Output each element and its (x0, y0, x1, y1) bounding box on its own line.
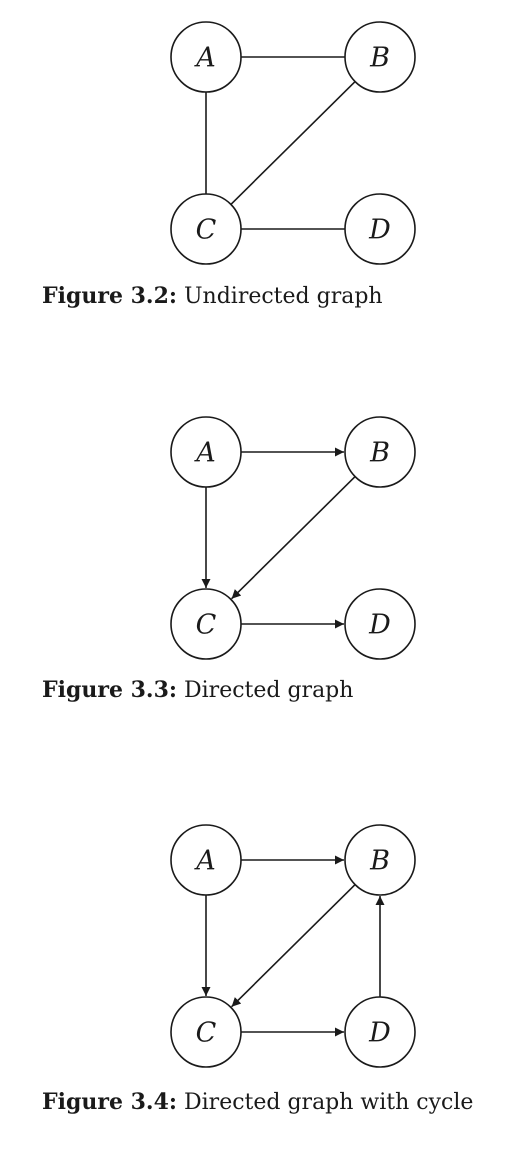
node-label: B (369, 438, 390, 469)
figure-caption: Figure 3.3: Directed graph (42, 677, 353, 703)
node-circle (344, 996, 416, 1068)
edge-b-c (231, 884, 356, 1008)
node-c: C (170, 996, 242, 1068)
node-circle (170, 588, 242, 660)
node-d: D (344, 996, 416, 1068)
node-circle (170, 996, 242, 1068)
figure-3-4: A B C D Figure 3.4: Directed graph with cyc… (0, 803, 528, 1115)
figure-3-2: A B C D Figure 3.2: Undirected graph (0, 0, 528, 309)
node-c: C (170, 193, 242, 265)
node-circle (170, 416, 242, 488)
node-b: B (344, 21, 416, 93)
node-d: D (344, 588, 416, 660)
node-a: A (170, 824, 242, 896)
node-label: C (196, 215, 217, 246)
caption-label: Figure 3.2: (42, 283, 177, 309)
caption-label: Figure 3.4: (42, 1089, 177, 1115)
node-b: B (344, 416, 416, 488)
node-label: B (369, 43, 390, 74)
graph-diagram: A B C D (170, 21, 416, 265)
node-d: D (344, 193, 416, 265)
node-circle (344, 824, 416, 896)
node-circle (344, 416, 416, 488)
caption-text: Undirected graph (184, 284, 383, 309)
node-label: C (196, 610, 217, 641)
node-label: A (193, 43, 216, 74)
caption-text: Directed graph (184, 678, 354, 703)
node-a: A (170, 21, 242, 93)
node-circle (344, 193, 416, 265)
node-label: A (193, 438, 216, 469)
node-label: A (193, 846, 216, 877)
node-circle (170, 21, 242, 93)
figure-caption: Figure 3.2: Undirected graph (42, 283, 383, 309)
node-label: D (368, 610, 391, 641)
node-a: A (170, 416, 242, 488)
graph-diagram: A B C D (170, 824, 416, 1068)
edge-b-c (231, 476, 356, 600)
node-c: C (170, 588, 242, 660)
node-label: D (368, 1018, 391, 1049)
node-circle (170, 193, 242, 265)
node-circle (344, 588, 416, 660)
figure-caption: Figure 3.4: Directed graph with cycle (42, 1089, 473, 1115)
figure-3-3: A B C D Figure 3.3: Directed graph (0, 395, 528, 703)
edge-b-c (230, 81, 356, 205)
node-label: D (368, 215, 391, 246)
node-b: B (344, 824, 416, 896)
node-label: B (369, 846, 390, 877)
graph-diagram: A B C D (170, 416, 416, 660)
caption-label: Figure 3.3: (42, 677, 177, 703)
caption-text: Directed graph with cycle (184, 1090, 474, 1115)
node-circle (170, 824, 242, 896)
node-label: C (196, 1018, 217, 1049)
node-circle (344, 21, 416, 93)
